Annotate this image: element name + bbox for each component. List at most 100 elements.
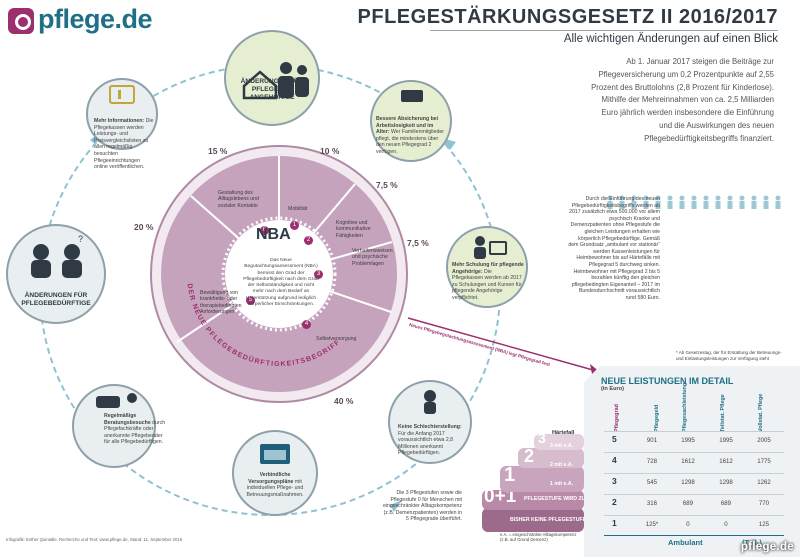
watermark-text: pflege.de xyxy=(740,541,794,553)
table-cell: 316 xyxy=(646,500,658,507)
satellite-beduerftige-circle: ? xyxy=(6,224,106,324)
table-row-divider xyxy=(604,431,784,432)
table-row-divider xyxy=(604,494,784,495)
page-subtitle: Alle wichtigen Änderungen auf einen Blic… xyxy=(563,33,778,45)
table-row-5-pg: 5 xyxy=(612,434,617,444)
table-cell: 0 xyxy=(724,521,728,528)
table-cell: 545 xyxy=(646,479,658,486)
table-row-2-pg: 2 xyxy=(612,497,617,507)
satellite-info-text: Die Pflegekassen werden Leistungs- und P… xyxy=(94,118,154,171)
table-cell: 770 xyxy=(758,500,770,507)
step-0-label: PFLEGESTUFE WIRD ZU xyxy=(524,496,586,502)
satellite-beduerftige-title: ÄNDERUNGEN FÜR PFLEGEBEDÜRFTIGE xyxy=(21,292,91,307)
step-haertefall-label: Härtefall xyxy=(552,430,575,436)
satellite-absicherung: Bessere Absicherung bei Arbeitslosigkeit… xyxy=(376,116,446,156)
satellite-info-title: Mehr Informationen: xyxy=(94,118,145,124)
table-col-pflegegeld: Pflegegeld xyxy=(654,404,660,432)
satellite-beratung-title: Regelmäßige Beratungsbesuche xyxy=(104,413,151,426)
wheel-svg: DER NEUE PFLEGEBEDÜRFTIGKEITSBEGRIFF xyxy=(150,145,408,403)
svg-text:?: ? xyxy=(78,234,83,244)
module-4-badge: 4 xyxy=(302,320,311,329)
table-cell: 2005 xyxy=(757,437,771,444)
module-5-pct: 20 % xyxy=(134,222,154,232)
table-cell: 1612 xyxy=(719,458,733,465)
table-cell: 1775 xyxy=(757,458,771,465)
satellite-beratung-text: durch Pflegefachkräfte oder anerkannte P… xyxy=(104,419,166,446)
title-divider xyxy=(430,30,778,31)
arrow-head-icon xyxy=(390,500,402,512)
module-6-badge: 6 xyxy=(260,226,269,235)
table-cell: 125 xyxy=(758,521,770,528)
module-4-label: Selbstversorgung xyxy=(316,336,357,342)
table-cell: 1298 xyxy=(681,479,695,486)
satellite-versorgung-circle xyxy=(232,430,318,516)
step-3 xyxy=(534,434,584,450)
module-2-badge: 2 xyxy=(304,236,313,245)
arrow-to-table xyxy=(407,317,601,373)
intro-text: Ab 1. Januar 2017 steigen die Beiträge z… xyxy=(591,57,774,143)
satellite-angehoerige-circle xyxy=(224,30,320,126)
module-2-label: Kognitive und kommunikative Fähigkeiten xyxy=(336,220,371,239)
table-foot-teil: (Teil-) xyxy=(742,538,762,547)
table-foot-ambulant: Ambulant xyxy=(668,538,703,547)
module-6-label: Gestaltung des Alltagslebens und soziale… xyxy=(218,190,259,209)
module-1-pct: 10 % xyxy=(320,146,340,156)
step-1 xyxy=(500,466,584,492)
table-cell: 728 xyxy=(646,458,658,465)
satellite-angehoerige-title: ÄNDERUNGEN FÜR PFLEGENDE ANGEHÖRIGE xyxy=(240,78,304,101)
table-col-vollstationaer: Vollstat. Pflege xyxy=(758,393,764,432)
people-figures-icon xyxy=(607,195,781,209)
satellite-schlechter: Keine Schlechterstellung: Für die Anfang… xyxy=(398,424,464,457)
table-row-divider xyxy=(604,452,784,453)
table-cell: 689 xyxy=(682,500,694,507)
table-cell: 125* xyxy=(645,521,659,528)
ea-note: e.A. = eingeschränkte Alltagskompetenz (… xyxy=(500,532,577,543)
module-4-pct: 40 % xyxy=(334,396,354,406)
table-row-divider xyxy=(604,473,784,474)
table-col-teilstationaer: Teilstat. Pflege xyxy=(720,394,726,432)
table-col-pflegegrad: Pflegegrad xyxy=(614,404,620,432)
step-keine xyxy=(482,508,584,532)
step-2-number: 2 xyxy=(524,446,535,466)
satellite-versorgung-text: mit individuellen Pflege- und Betreuungs… xyxy=(246,478,304,498)
satellite-beratung: Regelmäßige Beratungsbesuche durch Pfleg… xyxy=(104,413,170,446)
figures-text: Durch die Einführung des neuen Pflegebed… xyxy=(568,196,660,301)
module-3-badge: 3 xyxy=(314,270,323,279)
satellite-absicherung-title: Bessere Absicherung bei Arbeitslosigkeit… xyxy=(376,116,439,136)
table-row-1-pg: 1 xyxy=(612,518,617,528)
satellite-schlechter-text: Für die Anfang 2017 voraussichtlich etwa… xyxy=(398,430,454,457)
table-cell: 1298 xyxy=(719,479,733,486)
table-row-divider xyxy=(604,515,784,516)
satellite-absicherung-text: Wer Familienmitglieder pflegt, die minde… xyxy=(376,129,444,155)
step-3ea-label: 3 mit e.A. xyxy=(550,443,574,449)
satellite-absicherung-circle xyxy=(370,80,452,162)
stufe-note: Die 3 Pflegestufen sowie die Pflegestufe… xyxy=(382,490,462,523)
table-cell: 1995 xyxy=(719,437,733,444)
step-1-number: 1 xyxy=(504,464,516,486)
module-5-badge: 5 xyxy=(246,296,255,305)
figures-footnote: * Ab Gesetzestag, der für Erstattung der… xyxy=(676,350,782,361)
satellite-info-circle xyxy=(86,78,158,150)
step-2 xyxy=(518,448,584,468)
satellite-beratung-circle xyxy=(72,384,156,468)
wheel-center-text: Das Neue Begutachtungsassessment (NBA) b… xyxy=(243,258,319,308)
table-cell: 0 xyxy=(686,521,690,528)
satellite-schulung-circle xyxy=(446,226,528,308)
module-1-label: Mobilität xyxy=(288,206,308,212)
table-cell: 1995 xyxy=(681,437,695,444)
table-cell: 1262 xyxy=(757,479,771,486)
table-col-sachleistung: Pflegesachleistung xyxy=(682,382,688,432)
module-6-pct: 15 % xyxy=(208,146,228,156)
wheel-center-label: NBA xyxy=(256,226,291,243)
satellite-schlechter-title: Keine Schlechterstellung: xyxy=(398,424,462,430)
logo-text: pflege.de xyxy=(38,4,153,34)
satellite-versorgung-title: Verbindliche Versorgungspläne xyxy=(248,472,294,485)
table-cell: 689 xyxy=(720,500,732,507)
module-1-badge: 1 xyxy=(290,221,299,230)
module-3-label: Verhaltensweisen und psychische Probleml… xyxy=(352,248,393,267)
table-foot-divider xyxy=(604,535,784,536)
satellite-info: Mehr Informationen: Die Pflegekassen wer… xyxy=(94,118,154,171)
module-3-pct: 7,5 % xyxy=(407,238,429,248)
step-keine-label: BISHER KEINE PFLEGESTUFE xyxy=(510,517,587,523)
